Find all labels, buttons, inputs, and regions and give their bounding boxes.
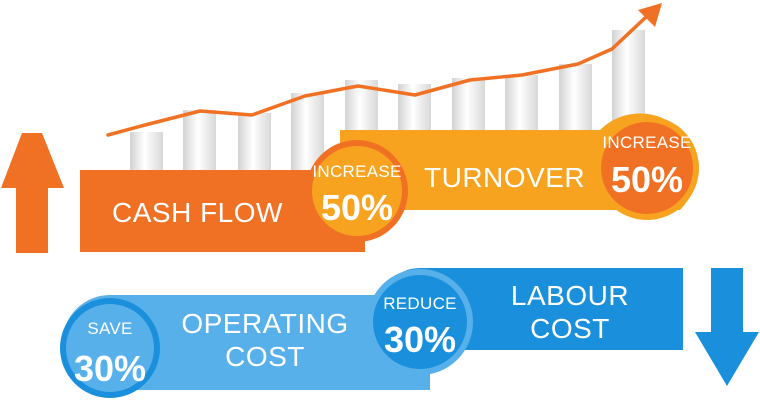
- turnover-title: TURNOVER: [424, 162, 586, 193]
- operating-cost-badge: [66, 304, 154, 392]
- turnover-badge: [601, 122, 693, 214]
- cash-flow-badge-word: INCREASE: [312, 162, 402, 181]
- labour-cost-badge-word: REDUCE: [383, 294, 457, 313]
- cash-flow-badge-value: 50%: [320, 187, 394, 228]
- operating-cost-badge-word: SAVE: [87, 319, 133, 338]
- operating-cost-title-line2: COST: [225, 341, 305, 372]
- trend-line: [106, 16, 647, 137]
- turnover-badge-word: INCREASE: [602, 133, 692, 152]
- turnover-badge-value: 50%: [610, 159, 684, 200]
- labour-cost-title-line2: COST: [530, 313, 610, 344]
- labour-cost-badge-value: 30%: [383, 319, 457, 360]
- operating-cost-title-line1: OPERATING: [181, 308, 349, 339]
- up-arrow-icon: [1, 133, 64, 253]
- column-1: [130, 132, 163, 172]
- operating-cost-badge-value: 30%: [73, 348, 147, 389]
- cash-flow-badge: [312, 146, 402, 236]
- column-2: [183, 110, 216, 172]
- cash-flow-title: CASH FLOW: [112, 197, 283, 228]
- labour-cost-title-line1: LABOUR: [510, 280, 630, 311]
- trend-arrowhead: [638, 3, 662, 27]
- down-arrow-icon: [695, 268, 759, 386]
- column-3: [238, 113, 271, 172]
- labour-cost-badge: [373, 275, 467, 369]
